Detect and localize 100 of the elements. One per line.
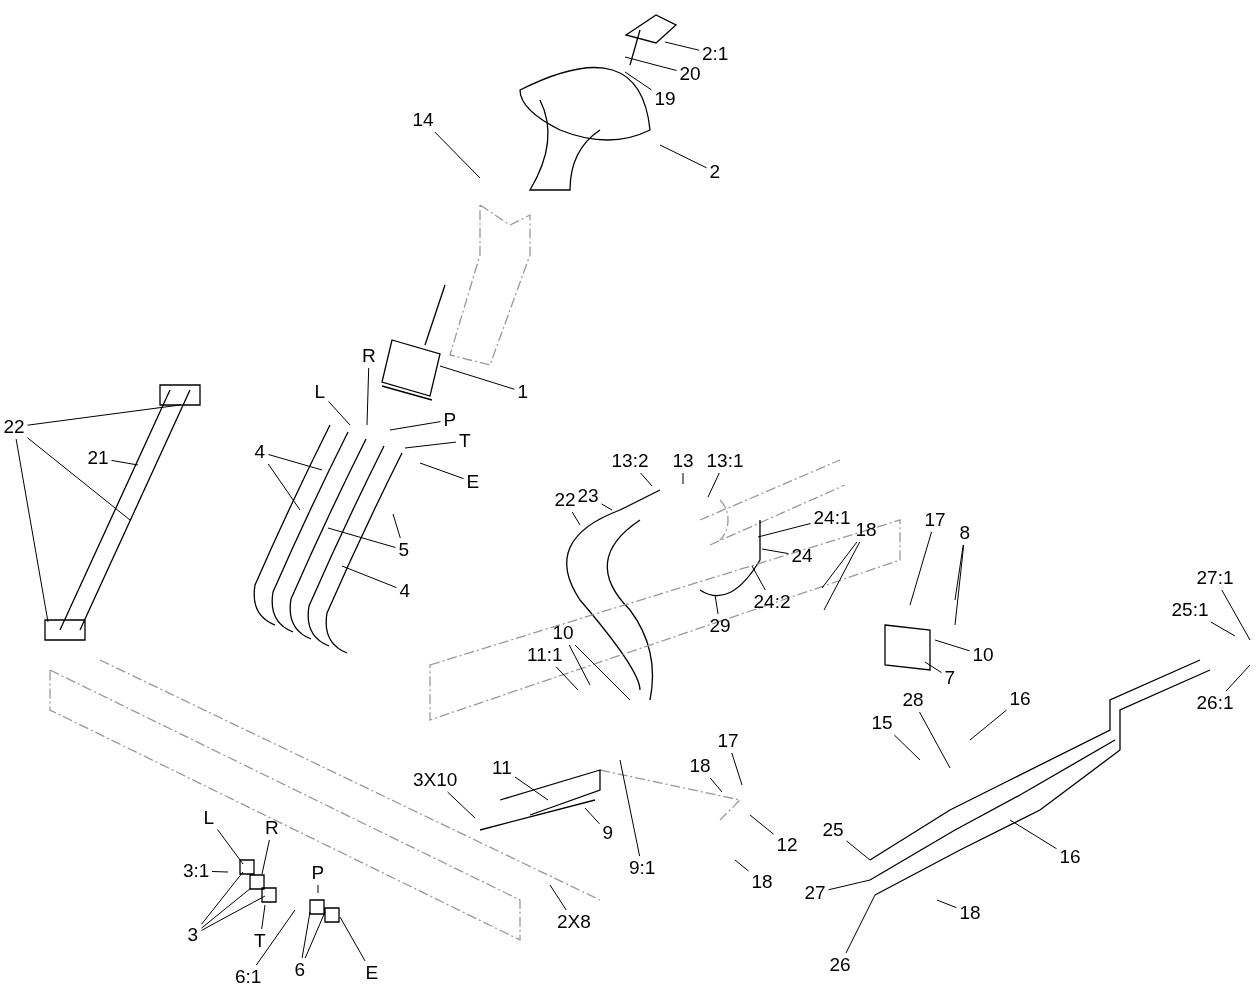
callout-label: 19 xyxy=(653,89,677,109)
callout-label: 11:1 xyxy=(526,645,564,665)
leader-line xyxy=(341,565,397,589)
leader-line xyxy=(217,829,244,865)
callout-label: 27:1 xyxy=(1195,568,1235,588)
leader-line xyxy=(327,527,396,548)
callout-label: 11 xyxy=(491,758,513,778)
leader-line xyxy=(201,895,266,931)
callout-label: 24:1 xyxy=(812,508,852,528)
callout-label: 15 xyxy=(870,713,894,733)
leader-line xyxy=(757,523,811,538)
callout-label: 12 xyxy=(775,835,799,855)
leader-line xyxy=(339,916,366,962)
leader-line xyxy=(447,791,476,819)
callout-label: 21 xyxy=(86,448,110,468)
leader-line xyxy=(731,752,743,786)
leader-line xyxy=(27,437,131,521)
callout-label: 13:2 xyxy=(610,451,650,471)
leader-line xyxy=(640,472,653,487)
leader-line xyxy=(954,544,964,601)
callout-label: T xyxy=(458,431,472,451)
callout-label: 5 xyxy=(397,540,411,560)
leader-line xyxy=(392,513,401,539)
leader-line xyxy=(624,56,677,71)
callout-label: 10 xyxy=(971,645,995,665)
leader-line xyxy=(255,909,296,966)
leader-line xyxy=(317,884,319,894)
leader-line xyxy=(919,711,951,769)
callout-label: 13:1 xyxy=(705,451,745,471)
leader-line xyxy=(1009,819,1057,850)
leader-line xyxy=(893,734,921,761)
callout-label: 3X10 xyxy=(412,770,459,790)
callout-label: 18 xyxy=(750,872,774,892)
leader-line xyxy=(924,661,942,674)
callout-label: 16 xyxy=(1008,689,1032,709)
callout-label: 22 xyxy=(2,417,26,437)
leader-line xyxy=(619,759,641,857)
callout-label: 8 xyxy=(958,523,972,543)
leader-line xyxy=(823,541,861,611)
callout-label: E xyxy=(364,963,380,983)
callout-label: 2X8 xyxy=(556,912,592,932)
callout-label: 17 xyxy=(716,731,740,751)
callout-label: 28 xyxy=(901,690,925,710)
leader-line xyxy=(15,438,49,623)
callout-label: 9 xyxy=(601,823,615,843)
callout-label: L xyxy=(202,808,216,828)
leader-line xyxy=(664,41,700,51)
leader-line xyxy=(1225,664,1251,692)
callout-label: 26:1 xyxy=(1195,693,1235,713)
leader-line xyxy=(268,454,323,471)
callout-label: 4 xyxy=(253,442,267,462)
leader-line xyxy=(682,472,684,485)
callout-label: 2 xyxy=(708,162,722,182)
leader-line xyxy=(707,472,720,498)
leader-line xyxy=(751,565,766,591)
callout-label: 29 xyxy=(708,616,732,636)
callout-label: 26 xyxy=(828,955,852,975)
leader-line xyxy=(709,777,723,793)
leader-line xyxy=(1210,621,1236,637)
callout-label: 18 xyxy=(854,520,878,540)
leader-line xyxy=(514,776,549,801)
leader-line xyxy=(304,911,326,959)
callout-label: 14 xyxy=(411,110,435,130)
leader-line xyxy=(584,807,600,825)
leader-line xyxy=(549,884,567,911)
leader-line xyxy=(574,644,631,701)
leader-line xyxy=(714,594,719,615)
leader-line xyxy=(111,459,139,466)
callout-label: 22 xyxy=(553,490,577,510)
callout-label: P xyxy=(442,410,458,430)
callout-label: 27 xyxy=(803,883,827,903)
callout-label: 20 xyxy=(678,64,702,84)
callout-label: 2:1 xyxy=(701,44,730,64)
callout-label: 9:1 xyxy=(628,858,657,878)
leader-line xyxy=(267,463,301,511)
callout-label: 4 xyxy=(398,581,412,601)
leader-line xyxy=(404,441,457,449)
callout-label: 25:1 xyxy=(1170,600,1210,620)
leader-line xyxy=(419,462,464,480)
callout-label: 24:2 xyxy=(752,592,792,612)
leader-line xyxy=(568,644,591,686)
leader-line xyxy=(555,666,579,691)
callout-label: 18 xyxy=(688,756,712,776)
leader-line xyxy=(734,859,749,872)
callout-label: 1 xyxy=(516,382,530,402)
leader-line xyxy=(434,131,481,179)
leader-line xyxy=(909,531,932,606)
callout-label: 3:1 xyxy=(182,861,211,881)
leader-line xyxy=(389,421,441,431)
leader-line xyxy=(211,871,229,873)
leader-line xyxy=(749,814,774,835)
callout-label: P xyxy=(310,863,326,883)
leader-line xyxy=(761,548,789,555)
callout-label: L xyxy=(313,382,327,402)
leader-line xyxy=(845,894,876,954)
callout-label: T xyxy=(253,931,267,951)
leader-line xyxy=(201,887,252,929)
leader-line xyxy=(821,541,858,589)
callout-label: 24 xyxy=(790,546,814,566)
callout-label: 3 xyxy=(186,925,200,945)
